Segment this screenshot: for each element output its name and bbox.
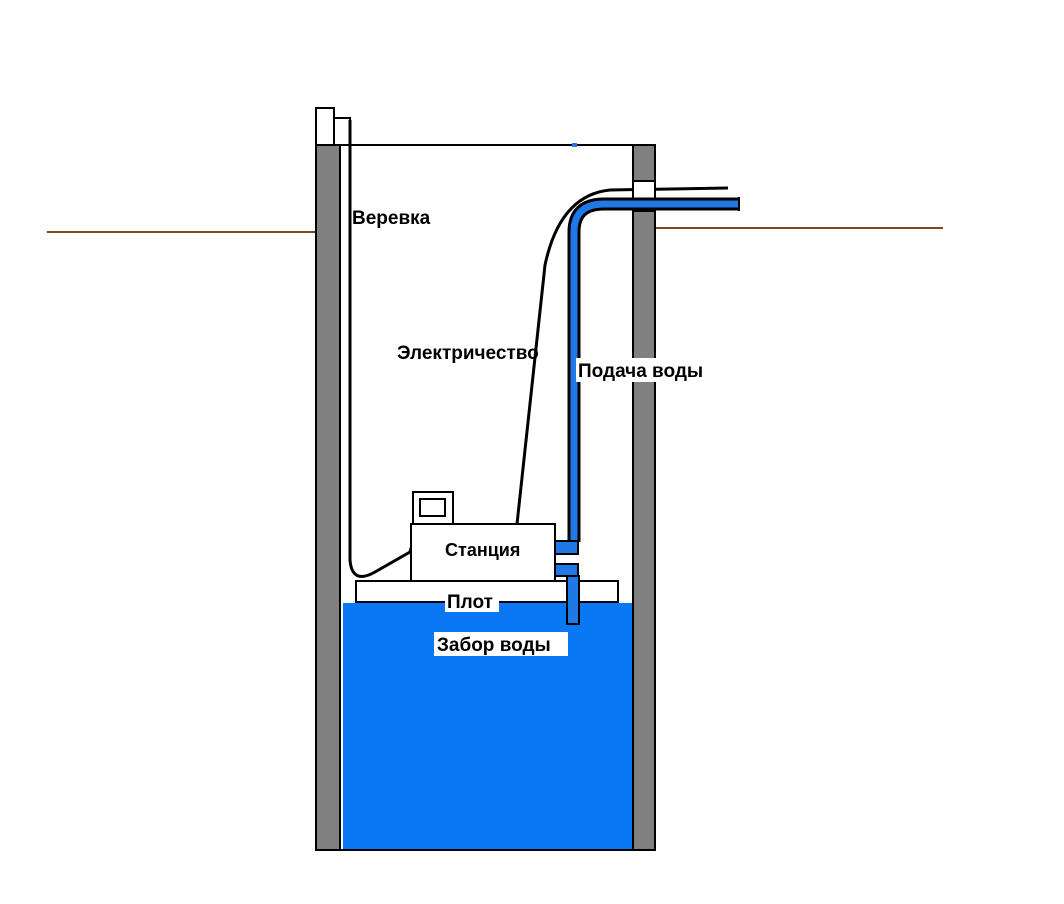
label-rope: Веревка	[352, 208, 431, 229]
rope-line	[348, 120, 427, 578]
pump-station	[410, 523, 556, 582]
outlet-fitting	[554, 540, 579, 555]
label-water-supply: Подача воды	[578, 361, 703, 382]
label-station: Станция	[445, 540, 520, 560]
intake-pipe	[566, 575, 580, 625]
well-wall-left	[315, 144, 341, 851]
rope-hook-bracket	[333, 117, 351, 146]
label-water-intake: Забор воды	[437, 635, 551, 656]
top-edge-mark	[572, 143, 577, 147]
pressure-switch-inner	[419, 498, 446, 517]
inlet-fitting	[554, 563, 579, 577]
supply-pipe	[570, 200, 739, 542]
rope-hook	[315, 107, 335, 146]
label-electricity: Электричество	[397, 343, 539, 364]
label-raft: Плот	[447, 592, 493, 613]
label-raft-bg	[445, 590, 499, 612]
label-water-supply-bg	[576, 358, 720, 382]
electricity-cable	[515, 186, 729, 525]
label-water-intake-bg	[434, 632, 568, 656]
well-wall-right	[632, 144, 656, 851]
